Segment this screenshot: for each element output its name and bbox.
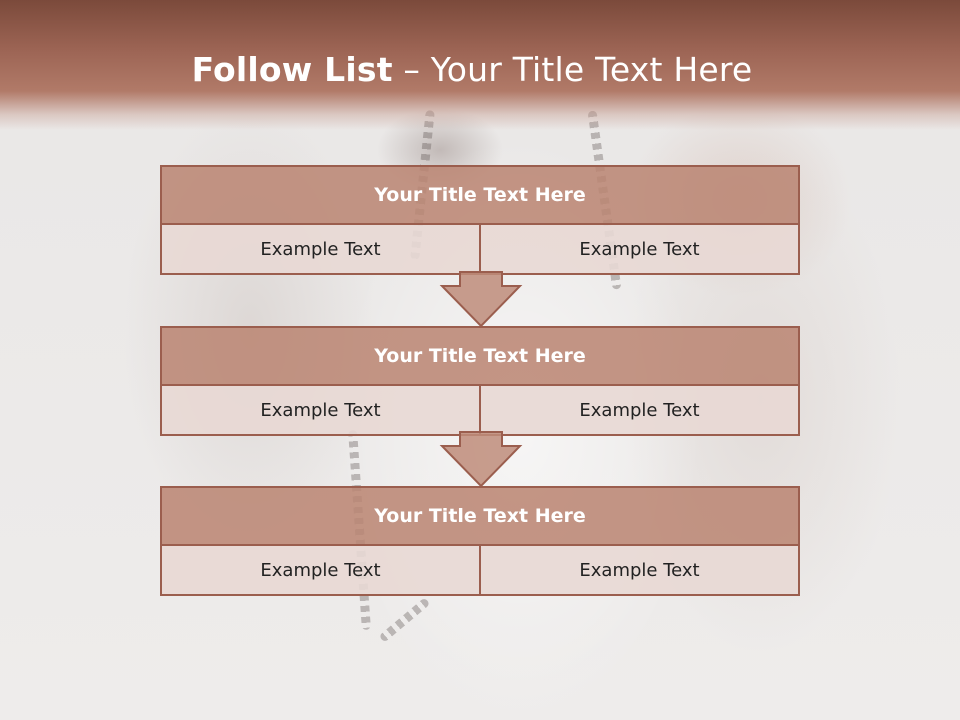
step-box-1: Your Title Text Here Example Text Exampl…	[160, 165, 800, 275]
down-arrow-icon	[439, 431, 523, 488]
step-cell-right: Example Text	[479, 386, 798, 434]
step-row: Example Text Example Text	[162, 386, 798, 434]
slide-title: Follow List – Your Title Text Here	[0, 50, 944, 89]
step-cell-right: Example Text	[479, 225, 798, 273]
slide-title-rest: – Your Title Text Here	[392, 50, 753, 89]
slide-title-bold: Follow List	[191, 50, 393, 89]
header-band	[0, 0, 960, 130]
step-cell-left: Example Text	[162, 225, 479, 273]
step-cell-left: Example Text	[162, 386, 479, 434]
step-title: Your Title Text Here	[162, 488, 798, 546]
step-cell-right: Example Text	[479, 546, 798, 594]
necklace-strand	[378, 597, 431, 643]
step-title: Your Title Text Here	[162, 167, 798, 225]
step-title: Your Title Text Here	[162, 328, 798, 386]
step-box-3: Your Title Text Here Example Text Exampl…	[160, 486, 800, 596]
step-row: Example Text Example Text	[162, 546, 798, 594]
down-arrow-icon	[439, 271, 523, 328]
step-box-2: Your Title Text Here Example Text Exampl…	[160, 326, 800, 436]
step-row: Example Text Example Text	[162, 225, 798, 273]
step-cell-left: Example Text	[162, 546, 479, 594]
